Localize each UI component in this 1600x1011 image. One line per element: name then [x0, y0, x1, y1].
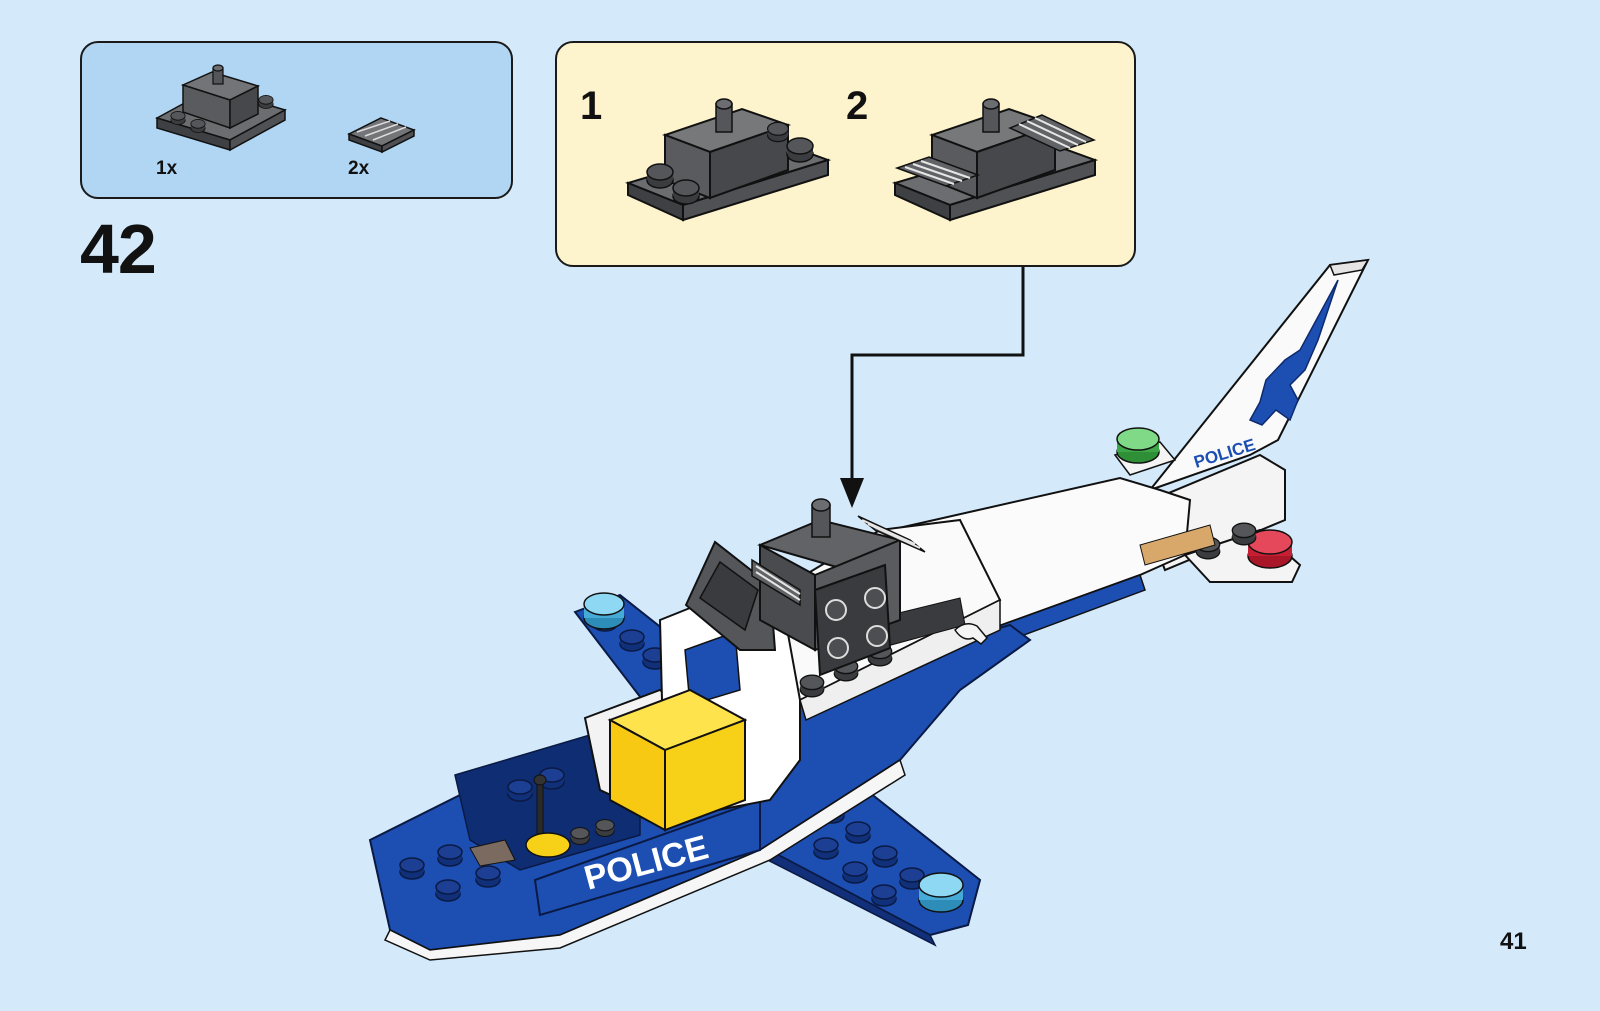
- callout-arrow: [840, 267, 1023, 508]
- sub-step-2-plate-icon: [895, 99, 1095, 220]
- sub-step-1-plate-icon: [628, 99, 828, 220]
- green-light-icon: [1115, 428, 1175, 475]
- police-plane-model: POLICE: [370, 260, 1368, 960]
- grooved-tile-icon: [349, 118, 414, 152]
- trans-blue-light-icon: [584, 593, 624, 629]
- plate-with-pin-icon: [157, 65, 285, 150]
- trans-blue-light-icon: [919, 873, 963, 912]
